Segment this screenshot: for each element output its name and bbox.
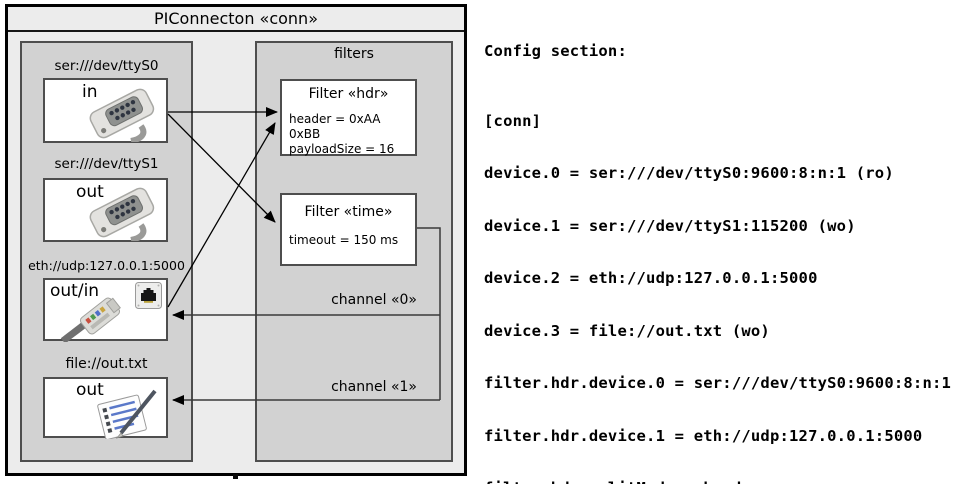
device-node-ttyS1: out (43, 178, 168, 242)
filter-hdr-prop-header: header = 0xAA 0xBB (289, 112, 381, 141)
config-line: device.2 = eth://udp:127.0.0.1:5000 (484, 269, 818, 287)
config-line: filter.hdr.splitMode = header (484, 479, 961, 484)
device-mode-label: out (76, 182, 104, 202)
config-line: device.3 = file://out.txt (wo) (484, 321, 770, 340)
filters-panel-label: filters (334, 46, 374, 62)
ethernet-cable-icon (60, 297, 121, 342)
device-mode-label: out/in (50, 281, 100, 301)
config-line: filter.hdr.device.0 = ser:///dev/ttyS0:9… (484, 374, 952, 392)
filter-hdr-prop-payloadsize: payloadSize = 16 (289, 142, 395, 156)
filter-hdr-title: Filter «hdr» (308, 86, 389, 102)
device-uri-file: file://out.txt (65, 356, 148, 372)
config-heading: Config section: (484, 42, 627, 60)
device-uri-eth: eth://udp:127.0.0.1:5000 (28, 258, 185, 273)
ethernet-port-icon (135, 282, 162, 309)
device-mode-label: out (76, 380, 104, 400)
diagram-title: PIConnecton «conn» (8, 7, 464, 32)
channel-1-label: channel «1» (331, 379, 417, 395)
filter-time-prop-timeout: timeout = 150 ms (289, 233, 399, 247)
notepad-icon (97, 389, 157, 439)
filter-hdr-node: Filter «hdr» header = 0xAA 0xBB payloadS… (280, 79, 417, 156)
serial-connector-icon (89, 88, 155, 142)
frame-bottom-tick (233, 474, 238, 479)
device-node-ttyS0: in (43, 78, 168, 143)
filter-time-title: Filter «time» (304, 204, 393, 220)
device-mode-label: in (82, 82, 98, 102)
device-node-eth: out/in (43, 278, 168, 342)
config-section: Config section: [conn] device.0 = ser://… (484, 8, 961, 484)
config-line: device.1 = ser:///dev/ttyS1:115200 (wo) (484, 216, 856, 235)
config-line: device.0 = ser:///dev/ttyS0:9600:8:n:1 (… (484, 164, 894, 182)
serial-connector-icon (89, 187, 155, 241)
filter-time-node: Filter «time» timeout = 150 ms (280, 193, 417, 266)
device-node-file: out (43, 377, 168, 439)
config-line: [conn] (484, 111, 542, 130)
device-uri-ttyS1: ser:///dev/ttyS1 (54, 156, 159, 172)
config-line: filter.hdr.device.1 = eth://udp:127.0.0.… (484, 426, 923, 445)
device-uri-ttyS0: ser:///dev/ttyS0 (54, 58, 159, 74)
channel-0-label: channel «0» (331, 292, 417, 308)
